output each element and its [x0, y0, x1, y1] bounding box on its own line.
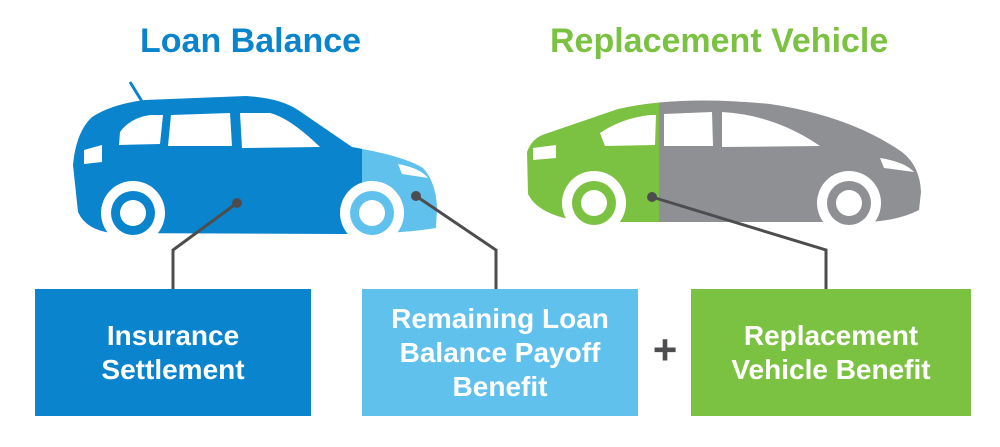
left-car-middle-window [168, 113, 232, 146]
replacement-vehicle-benefit-box: Replacement Vehicle Benefit [691, 289, 971, 416]
right-car-middle-window [664, 112, 713, 146]
insurance-settlement-box: Insurance Settlement [35, 289, 311, 416]
remaining-loan-payoff-label: Remaining Loan Balance Payoff Benefit [380, 302, 620, 404]
connector-dot-replacement [647, 192, 657, 202]
plus-operator: + [641, 326, 689, 374]
left-car [73, 82, 437, 245]
replacement-vehicle-benefit-label: Replacement Vehicle Benefit [709, 319, 953, 387]
right-car [527, 100, 921, 235]
connector-dot-insurance [232, 198, 242, 208]
insurance-settlement-label: Insurance Settlement [53, 319, 293, 387]
remaining-loan-payoff-box: Remaining Loan Balance Payoff Benefit [362, 289, 638, 416]
connector-dot-loan-payoff [411, 191, 421, 201]
